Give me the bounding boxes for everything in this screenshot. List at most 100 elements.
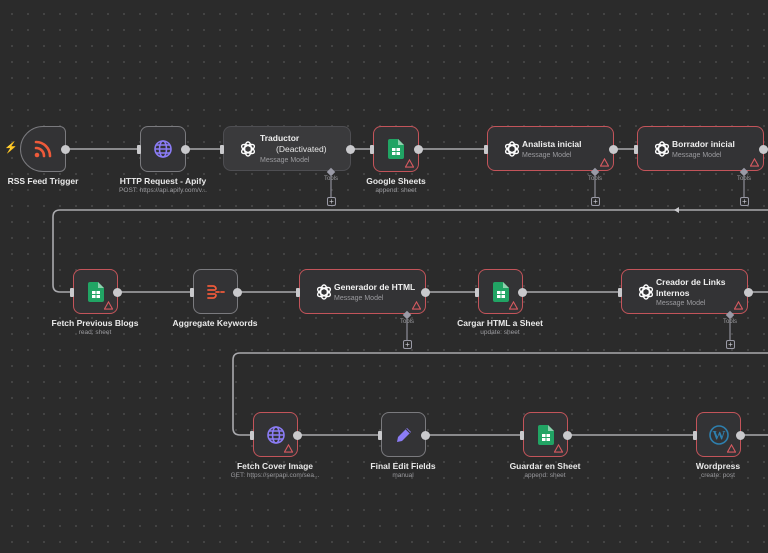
input-port[interactable] bbox=[220, 145, 224, 154]
output-port[interactable] bbox=[421, 431, 430, 440]
node-label: Guardar en Sheet bbox=[509, 461, 581, 471]
input-port[interactable] bbox=[520, 431, 524, 440]
node-fetch-previous-blogs[interactable] bbox=[73, 269, 118, 314]
output-port[interactable] bbox=[563, 431, 572, 440]
input-port[interactable] bbox=[378, 431, 382, 440]
deactivated-status: (Deactivated) bbox=[276, 144, 327, 154]
warning-icon bbox=[734, 301, 743, 310]
svg-text:W: W bbox=[712, 427, 725, 442]
openai-icon bbox=[234, 127, 262, 170]
add-tool-button[interactable]: + bbox=[327, 197, 336, 206]
warning-icon bbox=[554, 444, 563, 453]
node-label: Fetch Previous Blogs bbox=[51, 318, 139, 328]
google-sheets-icon bbox=[374, 127, 418, 171]
node-title: Traductor bbox=[260, 133, 300, 143]
warning-icon bbox=[600, 158, 609, 167]
input-port[interactable] bbox=[370, 145, 374, 154]
node-label: Cargar HTML a Sheet bbox=[457, 318, 543, 328]
google-sheets-icon bbox=[524, 413, 567, 456]
output-port[interactable] bbox=[414, 145, 423, 154]
node-label: Google Sheets bbox=[366, 176, 426, 186]
node-subtitle: read: sheet bbox=[78, 329, 112, 336]
node-subtitle: GET: https://serpapi.com/sea... bbox=[230, 472, 320, 479]
input-port[interactable] bbox=[475, 288, 479, 297]
tools-label: Tools bbox=[323, 176, 339, 182]
node-subtitle: manual bbox=[392, 472, 414, 479]
node-subtitle: POST: https://api.apify.com/v... bbox=[119, 187, 207, 194]
node-guardar-en-sheet[interactable] bbox=[523, 412, 568, 457]
node-subtitle: update: sheet bbox=[480, 329, 520, 336]
node-subtitle: append: sheet bbox=[524, 472, 566, 479]
output-port[interactable] bbox=[609, 145, 618, 154]
output-port[interactable] bbox=[233, 288, 242, 297]
output-port[interactable] bbox=[744, 288, 753, 297]
output-port[interactable] bbox=[181, 145, 190, 154]
input-port[interactable] bbox=[618, 288, 622, 297]
node-google-sheets[interactable] bbox=[373, 126, 419, 172]
tools-label: Tools bbox=[587, 176, 603, 182]
node-title: Analista inicial bbox=[522, 139, 582, 149]
google-sheets-icon bbox=[479, 270, 522, 313]
node-generador-de-html[interactable]: Generador de HTML Message Model bbox=[299, 269, 426, 314]
trigger-bolt-icon: ⚡ bbox=[4, 142, 18, 154]
node-label: Aggregate Keywords bbox=[172, 318, 258, 328]
output-port[interactable] bbox=[736, 431, 745, 440]
node-traductor[interactable]: Traductor Message Model bbox=[223, 126, 351, 171]
node-creador-de-links-internos[interactable]: Creador de Links Internos Message Model bbox=[621, 269, 748, 314]
output-port[interactable] bbox=[346, 145, 355, 154]
globe-icon bbox=[254, 413, 297, 456]
node-subtitle: Message Model bbox=[522, 152, 572, 159]
output-port[interactable] bbox=[421, 288, 430, 297]
node-analista-inicial[interactable]: Analista inicial Message Model bbox=[487, 126, 614, 171]
node-title: Creador de Links Internos bbox=[656, 277, 726, 298]
node-wordpress[interactable]: W bbox=[696, 412, 741, 457]
add-tool-button[interactable]: + bbox=[403, 340, 412, 349]
node-subtitle: Message Model bbox=[656, 300, 706, 307]
add-tool-button[interactable]: + bbox=[726, 340, 735, 349]
node-label: HTTP Request - Apify bbox=[119, 176, 207, 186]
warning-icon bbox=[509, 301, 518, 310]
output-port[interactable] bbox=[518, 288, 527, 297]
input-port[interactable] bbox=[634, 145, 638, 154]
node-borrador-inicial[interactable]: Borrador inicial Message Model bbox=[637, 126, 764, 171]
openai-icon bbox=[498, 127, 526, 170]
output-port[interactable] bbox=[759, 145, 768, 154]
globe-icon bbox=[141, 127, 185, 171]
input-port[interactable] bbox=[70, 288, 74, 297]
node-label: Fetch Cover Image bbox=[236, 461, 314, 471]
input-port[interactable] bbox=[250, 431, 254, 440]
node-final-edit-fields[interactable] bbox=[381, 412, 426, 457]
node-subtitle: Message Model bbox=[334, 295, 384, 302]
input-port[interactable] bbox=[137, 145, 141, 154]
node-label: Wordpress bbox=[695, 461, 741, 471]
output-port[interactable] bbox=[61, 145, 70, 154]
add-tool-button[interactable]: + bbox=[591, 197, 600, 206]
tools-label: Tools bbox=[722, 319, 738, 325]
node-cargar-html-a-sheet[interactable] bbox=[478, 269, 523, 314]
node-rss-feed-trigger[interactable] bbox=[20, 126, 66, 172]
tools-label: Tools bbox=[399, 319, 415, 325]
node-http-request-apify[interactable] bbox=[140, 126, 186, 172]
output-port[interactable] bbox=[113, 288, 122, 297]
warning-icon bbox=[284, 444, 293, 453]
node-aggregate-keywords[interactable] bbox=[193, 269, 238, 314]
aggregate-icon bbox=[194, 270, 237, 313]
warning-icon bbox=[750, 158, 759, 167]
input-port[interactable] bbox=[296, 288, 300, 297]
add-tool-button[interactable]: + bbox=[740, 197, 749, 206]
node-fetch-cover-image[interactable] bbox=[253, 412, 298, 457]
output-port[interactable] bbox=[293, 431, 302, 440]
google-sheets-icon bbox=[74, 270, 117, 313]
pencil-icon bbox=[382, 413, 425, 456]
node-title: Generador de HTML bbox=[334, 282, 416, 292]
input-port[interactable] bbox=[484, 145, 488, 154]
node-subtitle: Message Model bbox=[672, 152, 722, 159]
node-subtitle: create: post bbox=[701, 472, 735, 479]
node-subtitle: Message Model bbox=[260, 157, 310, 164]
input-port[interactable] bbox=[190, 288, 194, 297]
input-port[interactable] bbox=[693, 431, 697, 440]
connection bbox=[232, 352, 768, 436]
connection bbox=[52, 209, 768, 293]
node-label: Final Edit Fields bbox=[370, 461, 436, 471]
